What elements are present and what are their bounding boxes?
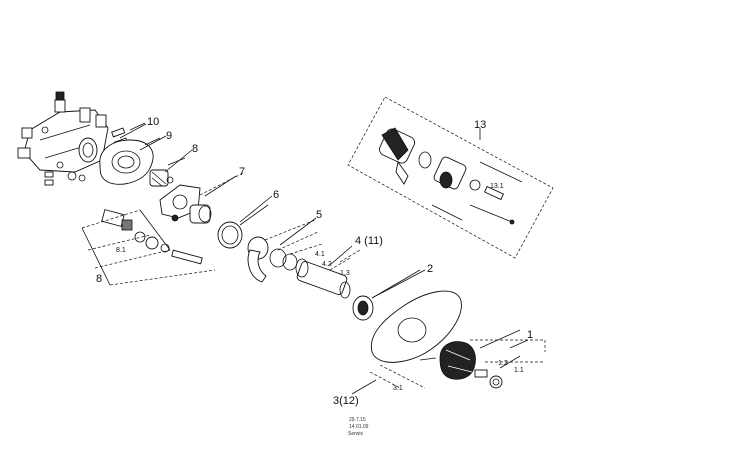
label-part-4: 4 (11): [355, 235, 383, 247]
footer-line-1: 29.7.15: [349, 417, 366, 423]
label-part-9: 9: [166, 130, 172, 142]
part-1-handle: [439, 329, 546, 389]
footer-line-3: Serwis: [348, 431, 364, 437]
part-5-lever-seals: [247, 219, 323, 283]
label-part-5: 5: [316, 209, 322, 221]
small-fittings: [44, 171, 86, 186]
label-part-1-1: 1.1: [514, 367, 524, 374]
part-13-assembly: [347, 96, 554, 259]
label-part-4-1: 4.1: [315, 251, 325, 258]
part-8-upper-cartridge: [149, 157, 186, 187]
part-7-flange: [159, 171, 246, 224]
label-part-8-bottom: 8: [96, 273, 102, 285]
leader-lines: [119, 123, 529, 395]
label-part-1-2: 1.2: [498, 360, 508, 367]
label-part-13: 13: [474, 119, 486, 131]
label-part-4-3: 1.3: [340, 270, 350, 277]
label-part-4-2: 4.2: [322, 261, 332, 268]
label-part-1: 1: [527, 329, 533, 341]
part-6-ring: [217, 204, 269, 249]
label-part-8-1: 8.1: [116, 247, 126, 254]
label-part-8-top: 8: [192, 143, 198, 155]
label-part-10: 10: [147, 116, 159, 128]
label-part-6: 6: [273, 189, 279, 201]
footer-stamp: 29.7.15 14.01.09 Serwis: [348, 417, 369, 437]
callout-labels: 10 9 8 7 6 5 4 (11) 4.1 4.2 1.3 2 1 1.2 …: [96, 116, 533, 407]
part-4-cartridge: [295, 249, 361, 299]
label-part-7: 7: [239, 166, 245, 178]
part-9-plate: [99, 137, 161, 185]
label-part-2: 2: [427, 263, 433, 275]
label-part-3: 3(12): [333, 395, 359, 407]
valve-body: [17, 91, 109, 173]
part-3-escutcheon: [369, 290, 462, 389]
label-part-13-1: 13.1: [490, 183, 504, 190]
footer-line-2: 14.01.09: [349, 424, 369, 430]
part-8-lower-cartridge: [81, 209, 216, 286]
label-part-3-1: 3.1: [393, 385, 403, 392]
